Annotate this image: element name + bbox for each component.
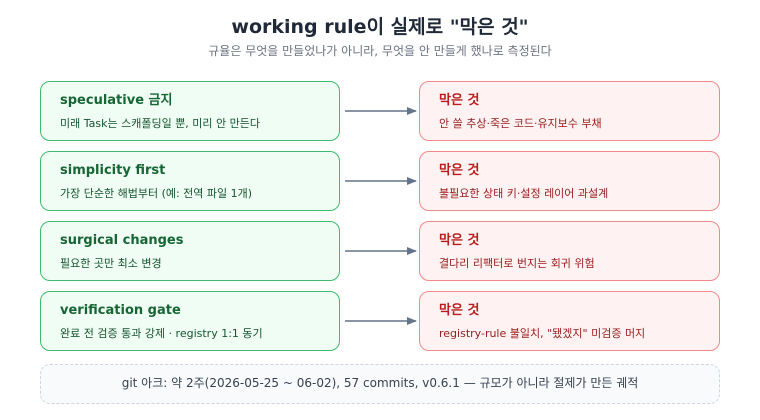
footer-note: git 아크: 약 2주(2026-05-25 ~ 06-02), 57 com… — [40, 364, 720, 404]
blocked-box: 막은 것 registry-rule 불일치, "됐겠지" 미검증 머지 — [419, 291, 720, 351]
blocked-label: 막은 것 — [439, 93, 480, 108]
rule-title: verification gate — [60, 303, 181, 318]
blocked-box: 막은 것 불필요한 상태 키·설정 레이어 과설계 — [419, 151, 720, 211]
blocked-description: 불필요한 상태 키·설정 레이어 과설계 — [439, 187, 609, 200]
rule-title: simplicity first — [60, 163, 166, 178]
blocked-box: 막은 것 안 쓸 추상·죽은 코드·유지보수 부채 — [419, 81, 720, 141]
rule-box: verification gate 완료 전 검증 통과 강제 · regist… — [40, 291, 340, 351]
rule-box: surgical changes 필요한 곳만 최소 변경 — [40, 221, 340, 281]
rule-box: simplicity first 가장 단순한 해법부터 (예: 전역 파일 1… — [40, 151, 340, 211]
blocked-description: 안 쓸 추상·죽은 코드·유지보수 부채 — [439, 117, 602, 130]
rule-description: 미래 Task는 스캐폴딩일 뿐, 미리 안 만든다 — [60, 117, 261, 130]
blocked-label: 막은 것 — [439, 233, 480, 248]
blocked-description: registry-rule 불일치, "됐겠지" 미검증 머지 — [439, 327, 646, 340]
rule-box: speculative 금지 미래 Task는 스캐폴딩일 뿐, 미리 안 만든… — [40, 81, 340, 141]
rule-description: 가장 단순한 해법부터 (예: 전역 파일 1개) — [60, 187, 253, 200]
blocked-label: 막은 것 — [439, 163, 480, 178]
page-title: working rule이 실제로 "막은 것" — [231, 16, 529, 38]
rule-title: surgical changes — [60, 233, 184, 248]
page-subtitle: 규율은 무엇을 만들었나가 아니라, 무엇을 안 만들게 했나로 측정된다 — [208, 44, 552, 58]
rule-description: 완료 전 검증 통과 강제 · registry 1:1 동기 — [60, 327, 263, 340]
rule-description: 필요한 곳만 최소 변경 — [60, 257, 162, 270]
rule-title: speculative 금지 — [60, 93, 173, 108]
blocked-label: 막은 것 — [439, 303, 480, 318]
blocked-box: 막은 것 결다리 리팩터로 번지는 회귀 위험 — [419, 221, 720, 281]
blocked-description: 결다리 리팩터로 번지는 회귀 위험 — [439, 257, 595, 270]
